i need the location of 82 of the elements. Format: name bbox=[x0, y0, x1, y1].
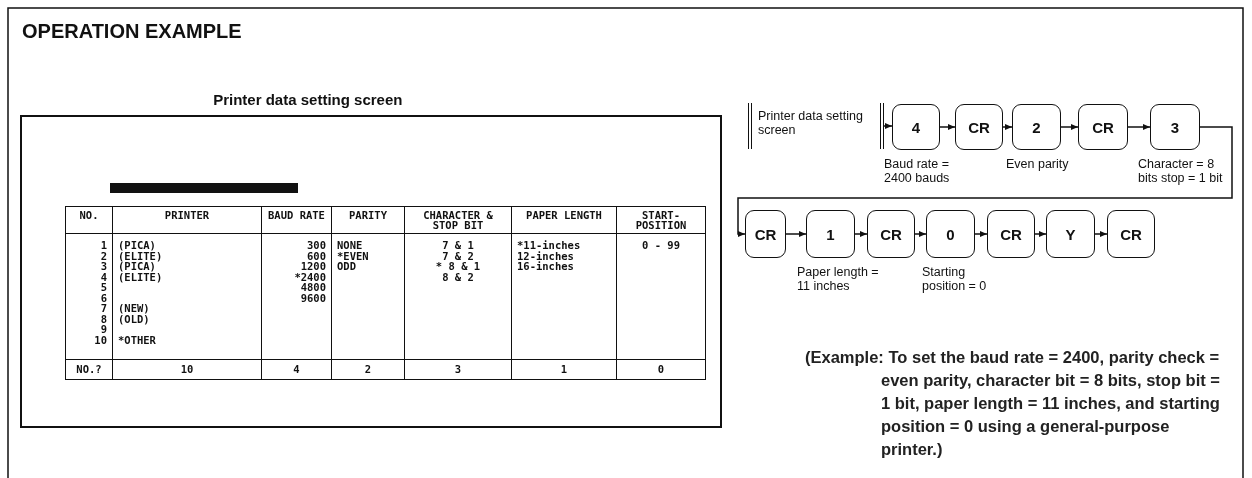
arrow bbox=[1060, 124, 1079, 130]
table-cell: 16-inches bbox=[511, 261, 617, 272]
table-cell: NONE bbox=[331, 233, 405, 251]
arrow bbox=[1094, 231, 1108, 237]
column-header: PAPER LENGTH bbox=[511, 206, 617, 234]
table-cell: 5 bbox=[65, 282, 113, 293]
key-caption: Baud rate = 2400 bauds bbox=[884, 156, 951, 185]
key-box: Y bbox=[1046, 210, 1095, 258]
key-box: CR bbox=[1107, 210, 1155, 258]
table-cell: 300 bbox=[261, 233, 332, 251]
table-cell: 600 bbox=[261, 250, 332, 261]
key-box: CR bbox=[955, 104, 1003, 150]
diagram-title: OPERATION EXAMPLE bbox=[22, 20, 242, 43]
table-cell: 3 bbox=[404, 359, 512, 379]
table-cell: 9 bbox=[65, 324, 113, 335]
arrow bbox=[1127, 124, 1151, 130]
arrow bbox=[914, 231, 927, 237]
arrow bbox=[1002, 124, 1013, 130]
column-header: CHARACTER & STOP BIT bbox=[404, 206, 512, 234]
table-cell: 10 bbox=[112, 359, 262, 379]
arrow bbox=[939, 124, 956, 130]
table-cell: 1 bbox=[65, 233, 113, 251]
key-box: 2 bbox=[1012, 104, 1061, 150]
screen-frame bbox=[20, 115, 722, 428]
arrow bbox=[1034, 231, 1047, 237]
key-box: CR bbox=[867, 210, 915, 258]
key-box: CR bbox=[1078, 104, 1128, 150]
key-box: 4 bbox=[892, 104, 940, 150]
key-caption: Starting position = 0 bbox=[922, 264, 988, 293]
column-header: START-POSITION bbox=[616, 206, 706, 234]
arrow bbox=[785, 231, 807, 237]
bracket-label: Printer data setting screen bbox=[748, 103, 884, 149]
table-cell: ODD bbox=[331, 261, 405, 272]
example-note: (Example: To set the baud rate = 2400, parity check = even parity, character bit = 8 bits, stop bit = 1 bit, paper length = 11 inches, and starting position = 0 using a general-purpose printer.) bbox=[805, 347, 1221, 460]
column-header: PRINTER bbox=[112, 206, 262, 234]
table-cell: (PICA) bbox=[112, 261, 262, 272]
table-cell: 8 & 2 bbox=[404, 271, 512, 282]
key-box: 3 bbox=[1150, 104, 1200, 150]
table-cell: 7 bbox=[65, 303, 113, 314]
key-box: 1 bbox=[806, 210, 855, 258]
column-header: NO. bbox=[65, 206, 113, 234]
key-box: CR bbox=[745, 210, 786, 258]
table-cell: 2 bbox=[331, 359, 405, 379]
arrow bbox=[737, 126, 1233, 237]
screen-heading: Printer data setting screen bbox=[212, 91, 404, 108]
table-cell: 1 bbox=[511, 359, 617, 379]
table-cell: *OTHER bbox=[112, 334, 262, 360]
table-cell: 1200 bbox=[261, 261, 332, 272]
key-box: CR bbox=[987, 210, 1035, 258]
table-cell: *EVEN bbox=[331, 250, 405, 261]
table-cell: (ELITE) bbox=[112, 250, 262, 261]
column-header: BAUD RATE bbox=[261, 206, 332, 234]
column-header: PARITY bbox=[331, 206, 405, 234]
table-cell: 4 bbox=[261, 359, 332, 379]
table-cell: 12-inches bbox=[511, 250, 617, 261]
table-cell: (ELITE) bbox=[112, 271, 262, 282]
key-caption: Character = 8 bits stop = 1 bit bbox=[1138, 156, 1224, 185]
table-cell: 8 bbox=[65, 313, 113, 324]
key-caption: Paper length = 11 inches bbox=[797, 264, 880, 293]
table-cell: (OLD) bbox=[112, 313, 262, 324]
arrow bbox=[883, 123, 893, 129]
table-cell: 7 & 2 bbox=[404, 250, 512, 261]
key-box: 0 bbox=[926, 210, 975, 258]
table-cell: (PICA) bbox=[112, 233, 262, 251]
table-cell: 9600 bbox=[261, 292, 332, 303]
table-cell: 7 & 1 bbox=[404, 233, 512, 251]
table-cell: 6 bbox=[65, 292, 113, 303]
table-cell: NO.? bbox=[65, 359, 113, 379]
table-cell: (NEW) bbox=[112, 303, 262, 314]
table-cell: 0 - 99 bbox=[616, 233, 706, 251]
table-cell: 4 bbox=[65, 271, 113, 282]
arrow bbox=[974, 231, 988, 237]
table-cell: 2 bbox=[65, 250, 113, 261]
table-cell: *2400 bbox=[261, 271, 332, 282]
table-cell: * 8 & 1 bbox=[404, 261, 512, 272]
key-caption: Even parity bbox=[1006, 156, 1070, 171]
table-cell: 3 bbox=[65, 261, 113, 272]
table-cell: 4800 bbox=[261, 282, 332, 293]
table-cell: 10 bbox=[65, 334, 113, 360]
table-cell: 0 bbox=[616, 359, 706, 379]
arrow bbox=[854, 231, 868, 237]
table-cell: *11-inches bbox=[511, 233, 617, 251]
